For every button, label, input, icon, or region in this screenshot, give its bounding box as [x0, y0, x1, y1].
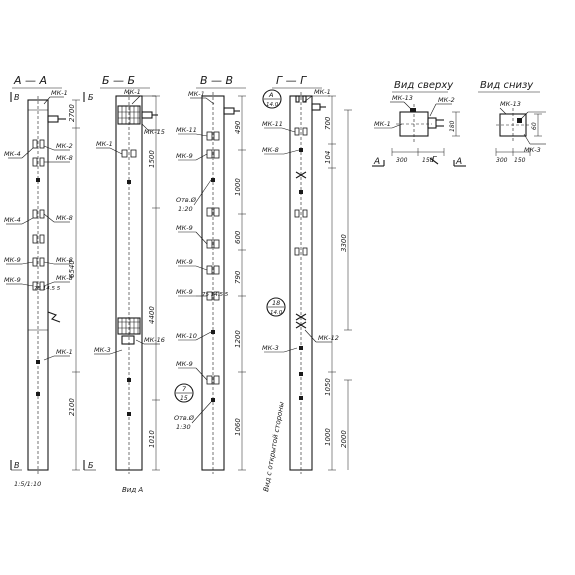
detail-sheet: 14.0	[266, 102, 279, 108]
view-g-title: Г — Г	[276, 74, 307, 87]
callout-label: МК-13	[500, 100, 521, 108]
callout-label: МК-1	[188, 90, 205, 98]
section-marker: А	[455, 157, 462, 167]
corner-marker-top: В	[14, 93, 20, 102]
callout-label: МК-11	[176, 126, 197, 134]
callout-label: МК-8	[56, 214, 73, 222]
corner-marker-top: Б	[88, 93, 94, 102]
callout-label: МК-3	[94, 346, 111, 354]
detail-sheet: 15	[180, 395, 188, 402]
svg-text:150: 150	[422, 157, 434, 164]
callout-label: МК-8	[56, 256, 73, 264]
top-view-title: Вид сверху	[394, 80, 454, 91]
callout-label: МК-13	[392, 94, 413, 102]
callout-label: МК-4	[4, 150, 21, 158]
side-view-note: Вид с открытой стороны	[262, 401, 286, 493]
svg-text:700: 700	[324, 116, 332, 130]
svg-text:3300: 3300	[340, 234, 348, 252]
small-note: 75 14.5 5	[202, 292, 229, 298]
svg-text:2100: 2100	[68, 398, 76, 416]
detail-number: 7	[182, 385, 187, 393]
callout-label: МК-9	[176, 224, 193, 232]
svg-text:1050: 1050	[324, 378, 332, 396]
callout-label: МК-1	[374, 120, 391, 128]
callout-label: МК-1	[96, 140, 113, 148]
hole-scale: 1:30	[176, 423, 191, 431]
scale-note: 1:5/1:10	[14, 480, 41, 488]
hole-scale: 1:20	[178, 205, 193, 213]
callout-label: МК-9	[176, 152, 193, 160]
callout-label: МК-9	[4, 256, 21, 264]
bottom-view-title: Вид снизу	[480, 80, 534, 91]
view-b-b: Б — Б Б 1500 4400 1010 МК-1 МК-15	[83, 74, 165, 494]
hole-note: Отв.Ø	[176, 196, 197, 204]
callout-label: МК-8	[262, 146, 279, 154]
svg-text:1200: 1200	[234, 330, 242, 348]
column-body	[27, 99, 49, 471]
callout-label: МК-2	[56, 142, 73, 150]
callout-label: МК-12	[318, 334, 339, 342]
detail-circle	[262, 89, 282, 109]
svg-text:600: 600	[234, 230, 242, 244]
view-v-title: В — В	[200, 74, 233, 87]
svg-text:4400: 4400	[148, 306, 156, 324]
view-a-title: А — А	[13, 74, 47, 87]
view-v-v: В — В 490 1000 600 790	[174, 74, 246, 474]
svg-text:104: 104	[324, 151, 332, 164]
svg-text:1500: 1500	[148, 150, 156, 168]
svg-text:1010: 1010	[148, 430, 156, 448]
view-b-title: Б — Б	[102, 74, 135, 87]
callout-label: МК-16	[144, 336, 165, 344]
detail-circle	[266, 297, 286, 317]
callout-label: МК-8	[56, 274, 73, 282]
section-marker: А	[373, 157, 380, 167]
callout-label: МК-2	[438, 96, 455, 104]
callout-label: МК-9	[176, 360, 193, 368]
svg-text:2000: 2000	[340, 430, 348, 448]
view-note: Вид А	[122, 486, 143, 494]
detail-sheet: 14.0	[270, 310, 283, 316]
callout-label: МК-1	[124, 88, 141, 96]
callout-label: МК-9	[4, 276, 21, 284]
callout-label: МК-9	[176, 288, 193, 296]
svg-text:150: 150	[514, 157, 526, 164]
svg-text:490: 490	[234, 120, 242, 134]
svg-text:1060: 1060	[234, 418, 242, 436]
svg-text:6540: 6540	[68, 260, 76, 278]
corner-marker-bottom: В	[14, 461, 20, 470]
detail-number: 18	[272, 299, 280, 307]
svg-text:2700: 2700	[68, 104, 76, 122]
callout-label: МК-9	[176, 258, 193, 266]
callout-label: МК-1	[56, 348, 73, 356]
bottom-view: Вид снизу МК-13 МК-3 60 300 150	[478, 80, 546, 164]
small-note: 75 14.5 5	[34, 286, 61, 292]
detail-circle	[174, 383, 194, 403]
callout-label: МК-15	[144, 128, 165, 136]
callout-label: МК-4	[4, 216, 21, 224]
svg-text:300: 300	[496, 157, 508, 164]
corner-marker-bottom: Б	[88, 461, 94, 470]
callout-label: МК-11	[262, 120, 283, 128]
callout-label: МК-10	[176, 332, 197, 340]
svg-text:1000: 1000	[324, 428, 332, 446]
svg-text:790: 790	[234, 270, 242, 284]
svg-text:300: 300	[396, 157, 408, 164]
callout-label: МК-1	[314, 88, 331, 96]
view-g-g: Г — Г 700 104 1050 1000 33	[262, 74, 352, 492]
svg-text:1000: 1000	[234, 178, 242, 196]
detail-letter: А	[268, 91, 273, 99]
section-marker: Г	[432, 155, 437, 164]
top-view: Вид сверху МК-13 МК-1 МК-2 180 300 150 А…	[372, 80, 466, 167]
hole-note: Отв.Ø	[174, 414, 195, 422]
callout-label: МК-8	[56, 154, 73, 162]
svg-text:180: 180	[449, 120, 456, 132]
view-a-a: А — А В 2700 6540	[4, 74, 80, 488]
svg-text:60: 60	[531, 122, 538, 130]
callout-label: МК-1	[51, 89, 68, 97]
callout-label: МК-3	[262, 344, 279, 352]
callout-label: МК-3	[524, 146, 541, 154]
